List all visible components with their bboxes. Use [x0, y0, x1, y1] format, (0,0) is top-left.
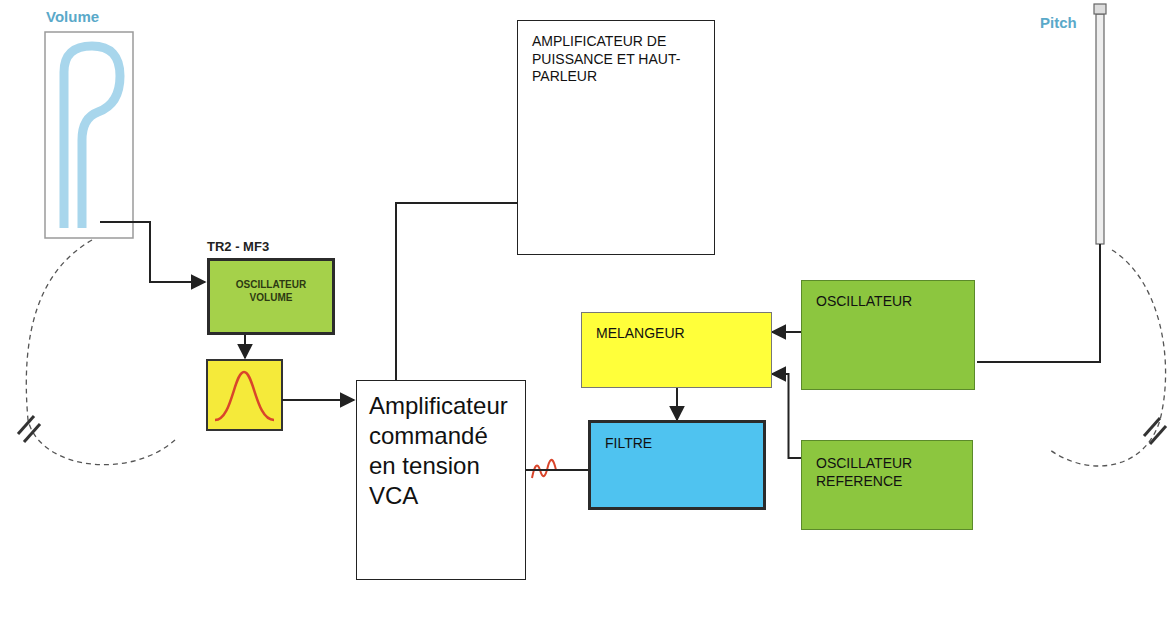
oscillator-box: TR2 - MF3OSCILLATEUR VOLUME [207, 258, 335, 335]
antenna-wire [977, 244, 1100, 362]
node-label: MELANGEUR [596, 325, 757, 343]
signal-wire [282, 399, 354, 401]
vca-box: Amplificateur commandé en tension VCA [356, 380, 526, 580]
signal-connector [772, 374, 801, 458]
bandpass-curve [215, 372, 274, 420]
node-label: FILTRE [605, 435, 749, 453]
capacitor-symbol [1144, 418, 1166, 444]
pitch-antenna-rod [1096, 14, 1104, 244]
capacitance-arc [26, 240, 175, 465]
waveform-symbol [532, 460, 556, 478]
node-label: AMPLIFICATEUR DE PUISSANCE ET HAUT-PARLE… [532, 33, 700, 86]
antenna-wire [100, 222, 205, 282]
pitch-antenna-tip [1094, 4, 1106, 14]
node-label: OSCILLATEUR [816, 293, 960, 311]
signal-connector [396, 203, 517, 380]
node-label: OSCILLATEUR REFERENCE [816, 455, 958, 490]
oscillator-box: OSCILLATEUR [801, 280, 975, 390]
node-label: Amplificateur commandé en tension VCA [369, 391, 513, 511]
filter-box: FILTRE [588, 420, 766, 510]
volume-antenna-panel [45, 32, 133, 238]
mixer-box: MELANGEUR [581, 312, 772, 388]
signal-connector [526, 469, 588, 471]
node-label: OSCILLATEUR VOLUME [218, 279, 324, 304]
output-box: AMPLIFICATEUR DE PUISSANCE ET HAUT-PARLE… [517, 20, 715, 255]
oscillator-box: OSCILLATEUR REFERENCE [801, 440, 973, 530]
signal-connector [676, 388, 678, 420]
signal-wire [244, 335, 246, 358]
antenna-label: Pitch [1040, 14, 1077, 31]
capacitance-arc [1050, 250, 1166, 466]
capacitor-symbol [18, 416, 40, 442]
antenna-label: Volume [46, 8, 99, 25]
part-reference: TR2 - MF3 [207, 239, 269, 255]
bandpass-filter-box [207, 360, 282, 430]
signal-connector [772, 331, 801, 333]
volume-antenna-loop [64, 46, 120, 228]
